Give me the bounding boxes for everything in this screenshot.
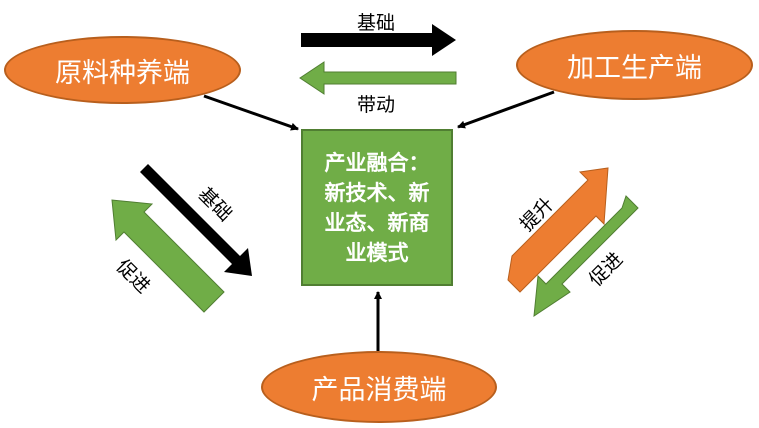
node-raw-materials: 原料种养端 — [4, 36, 241, 104]
node-consumption: 产品消费端 — [261, 351, 497, 423]
top-base-arrow — [301, 24, 456, 56]
process-to-center-line — [457, 90, 555, 129]
right-raise-arrow — [507, 167, 609, 293]
label-top-base: 基础 — [357, 12, 396, 34]
left-promote-arrow — [111, 199, 225, 313]
raw-to-center-line — [203, 94, 299, 131]
node-raw-materials-label: 原料种养端 — [55, 57, 190, 89]
center-integration-box: 产业融合： 新技术、新 业态、新商 业模式 — [301, 129, 453, 286]
right-promote-arrow — [533, 195, 639, 318]
node-processing-label: 加工生产端 — [567, 52, 702, 84]
node-processing: 加工生产端 — [516, 30, 753, 100]
label-top-drive: 带动 — [357, 94, 396, 116]
top-drive-arrow — [299, 61, 457, 95]
center-integration-label: 产业融合： 新技术、新 业态、新商 业模式 — [324, 150, 430, 265]
left-base-arrow — [140, 164, 252, 276]
node-consumption-label: 产品消费端 — [311, 374, 447, 406]
